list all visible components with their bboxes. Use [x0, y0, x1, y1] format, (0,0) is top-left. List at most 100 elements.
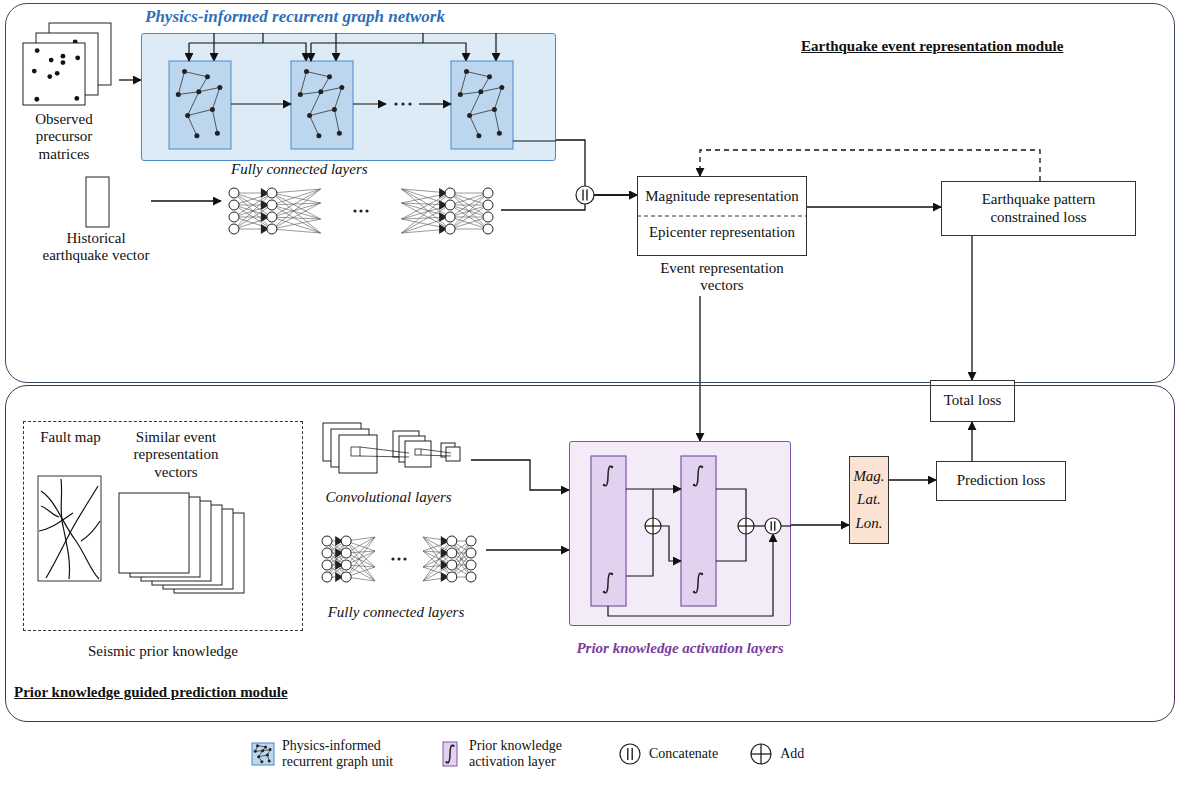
neuron — [483, 224, 493, 234]
graph-vertex — [467, 113, 472, 118]
fault-map — [38, 476, 101, 581]
network-link — [272, 229, 321, 233]
ellipsis-dot — [394, 102, 397, 105]
kernel-line — [421, 449, 451, 453]
neuron — [341, 560, 351, 570]
wire-line — [661, 526, 681, 561]
activation-symbol-dot — [611, 573, 613, 575]
wire-line — [716, 534, 746, 561]
neuron — [341, 536, 351, 546]
graph-vertex — [261, 749, 264, 752]
graph-vertex — [316, 133, 321, 138]
legend-text: Physics-informed recurrent graph unit — [282, 738, 407, 770]
illustration-group — [23, 23, 111, 105]
activation-symbol — [604, 573, 612, 593]
network-link — [272, 203, 321, 217]
graph-edge — [188, 109, 213, 115]
flow-connector — [556, 140, 637, 195]
graph-edge — [199, 87, 220, 91]
precursor-dot — [34, 97, 39, 102]
graph-edge — [470, 116, 479, 136]
illustration-group — [591, 456, 791, 616]
activation-symbol — [604, 466, 612, 486]
network-link — [234, 217, 272, 229]
feature-map — [405, 441, 431, 467]
concatenate-bar — [771, 521, 772, 531]
network-link — [450, 205, 488, 229]
activation-symbol-dot — [693, 484, 695, 486]
graph-edge — [321, 87, 342, 91]
network-link — [450, 193, 488, 229]
graph-vertex — [337, 131, 342, 136]
recurrent-arrow — [353, 103, 386, 104]
feature-map — [446, 447, 460, 461]
legend-symbol — [617, 741, 643, 767]
component-title: Physics-informed recurrent graph network — [145, 7, 525, 27]
illustration-group — [637, 216, 807, 217]
output-box: Mag.Lat.Lon. — [849, 456, 889, 544]
activation-symbol-dot — [445, 761, 447, 763]
legend-item: Concatenate — [617, 741, 718, 767]
flow-connector — [119, 79, 141, 80]
graph-vertex — [497, 131, 502, 136]
item-label: Similar event representation vectors — [121, 429, 231, 481]
network-link — [234, 205, 272, 229]
network-link — [234, 217, 272, 229]
graph-vertex — [327, 74, 332, 79]
network-link — [402, 189, 451, 229]
neuron — [322, 536, 332, 546]
legend-text: Add — [780, 746, 804, 762]
ellipsis-dot — [403, 557, 406, 560]
neuron — [267, 188, 277, 198]
neuron — [267, 200, 277, 210]
neuron — [466, 548, 476, 558]
graph-edge — [178, 72, 184, 95]
network-link — [452, 541, 471, 577]
concatenate-bar — [627, 748, 628, 760]
flow-connector — [791, 524, 849, 525]
network-link — [234, 193, 272, 217]
graph-unit — [252, 743, 274, 765]
knowledge-group: Seismic prior knowledgeFault mapSimilar … — [23, 421, 303, 666]
graph-edge — [188, 92, 199, 116]
input-arrow — [495, 33, 496, 61]
precursor-dot — [55, 71, 60, 76]
layer-label: Fully connected layers — [231, 161, 451, 178]
neuron — [483, 212, 493, 222]
input-arrow — [213, 33, 214, 61]
neuron — [322, 560, 332, 570]
graph-network-box: Physics-informed recurrent graph network — [141, 7, 556, 161]
flow-connector — [971, 236, 972, 380]
neuron — [267, 224, 277, 234]
network-link — [272, 193, 321, 203]
neuron — [466, 572, 476, 582]
ellipsis-dot — [353, 209, 356, 212]
box-text: Prediction loss — [939, 472, 1064, 489]
legend-item: Prior knowledge activation layer — [437, 738, 587, 770]
wire-line — [652, 489, 653, 518]
state-line — [311, 43, 466, 61]
activation-symbol-dot — [611, 466, 613, 468]
kernel-line — [360, 456, 409, 457]
graph-edge — [178, 92, 198, 95]
neuron — [483, 200, 493, 210]
graph-edge — [494, 87, 501, 109]
add-symbol-stroke — [652, 518, 653, 534]
illustration-group — [322, 536, 476, 582]
output-text: Lat. — [850, 491, 888, 508]
graph-edge — [467, 72, 490, 77]
layer-label: Fully connected layers — [306, 604, 486, 621]
activation-symbol — [694, 573, 702, 593]
add-symbol-stroke — [745, 518, 746, 534]
graph-unit — [291, 61, 353, 149]
precursor-dot — [35, 48, 40, 53]
graph-vertex — [210, 107, 215, 112]
loss-box: Earthquake pattern constrained loss — [941, 181, 1136, 236]
feature-map — [339, 435, 377, 473]
neuron — [447, 560, 457, 570]
state-line — [262, 33, 263, 43]
group-label: Seismic prior knowledge — [23, 643, 303, 660]
graph-vertex — [458, 92, 463, 97]
